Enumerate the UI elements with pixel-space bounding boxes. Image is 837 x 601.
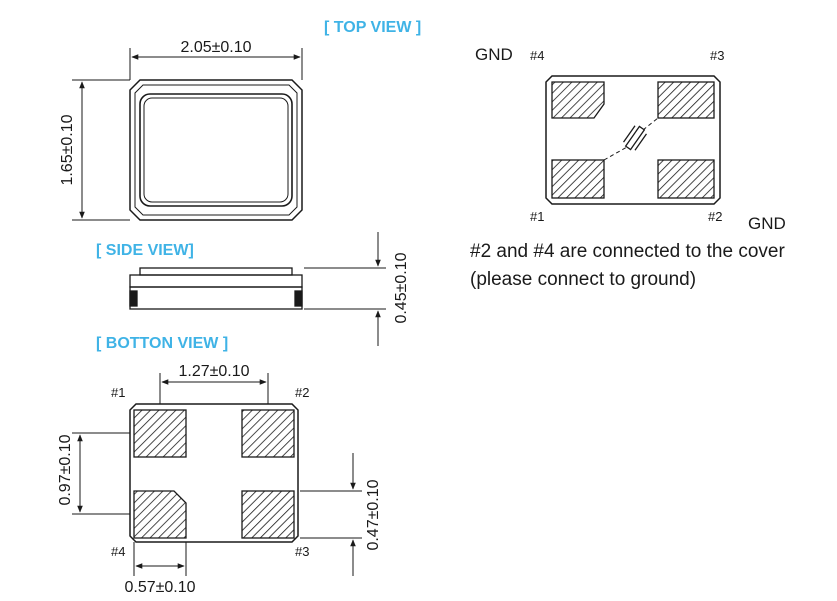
pad-width-label: 0.57±0.10 bbox=[124, 579, 195, 596]
top-width-dimension bbox=[72, 79, 130, 221]
bottom-pad-3 bbox=[241, 490, 295, 539]
bottom-pin-3-label: #3 bbox=[295, 544, 309, 559]
pad-pitch-y-dimension bbox=[72, 432, 130, 515]
note-line-2: (please connect to ground) bbox=[470, 269, 696, 290]
schematic-pin-4-label: #4 bbox=[530, 48, 544, 63]
schematic-pad-1 bbox=[551, 159, 605, 199]
bottom-pin-1-label: #1 bbox=[111, 385, 125, 400]
height-label: 0.45±0.10 bbox=[393, 252, 410, 323]
gnd-top-label: GND bbox=[475, 45, 513, 64]
schematic-pin-2-label: #2 bbox=[708, 209, 722, 224]
schematic-pad-2 bbox=[657, 159, 715, 199]
width-label: 1.65±0.10 bbox=[59, 114, 76, 185]
side-view-label: [ SIDE VIEW] bbox=[96, 242, 194, 259]
length-label: 2.05±0.10 bbox=[180, 39, 251, 56]
pad-pitch-x-dimension bbox=[159, 373, 269, 404]
pad-height-dimension bbox=[300, 453, 362, 576]
schematic-pad-3 bbox=[657, 81, 715, 119]
bottom-view-package bbox=[129, 403, 299, 543]
height-dimension bbox=[304, 232, 386, 346]
pad-pitch-y-label: 0.97±0.10 bbox=[57, 434, 74, 505]
bottom-view-label: [ BOTTON VIEW ] bbox=[96, 335, 228, 352]
schematic-pin-1-label: #1 bbox=[530, 209, 544, 224]
crystal-symbol bbox=[622, 125, 648, 151]
bottom-pin-4-label: #4 bbox=[111, 544, 125, 559]
bottom-pad-4 bbox=[133, 490, 187, 539]
schematic-pin-3-label: #3 bbox=[710, 48, 724, 63]
bottom-pin-2-label: #2 bbox=[295, 385, 309, 400]
schematic-package bbox=[545, 75, 721, 205]
bottom-pad-1 bbox=[133, 409, 187, 458]
pad-width-dimension bbox=[133, 542, 187, 576]
pad-pitch-x-label: 1.27±0.10 bbox=[178, 363, 249, 380]
pad-height-label: 0.47±0.10 bbox=[365, 479, 382, 550]
schematic-pad-4 bbox=[551, 81, 605, 119]
top-view-label: [ TOP VIEW ] bbox=[324, 19, 421, 36]
bottom-pad-2 bbox=[241, 409, 295, 458]
side-view-package bbox=[129, 267, 303, 310]
note-line-1: #2 and #4 are connected to the cover bbox=[470, 241, 785, 262]
gnd-bottom-label: GND bbox=[748, 214, 786, 233]
top-view-package bbox=[129, 79, 303, 221]
top-length-dimension bbox=[129, 48, 303, 80]
